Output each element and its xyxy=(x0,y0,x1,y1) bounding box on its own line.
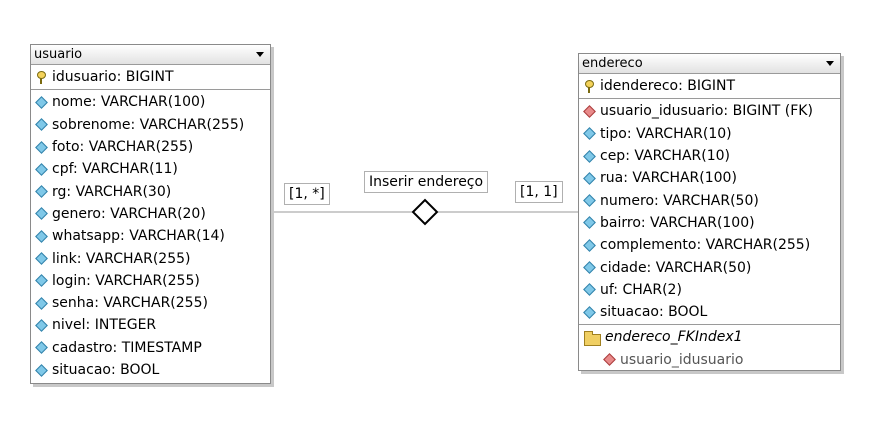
diamond-icon xyxy=(35,185,48,198)
column-label: rg: VARCHAR(30) xyxy=(52,183,172,200)
column-label: genero: VARCHAR(20) xyxy=(52,205,206,222)
foreign-key-row[interactable]: usuario_idusuario: BIGINT (FK) xyxy=(579,100,840,122)
column-row[interactable]: rua: VARCHAR(100) xyxy=(579,167,840,189)
column-label: nivel: INTEGER xyxy=(52,317,157,334)
diamond-icon xyxy=(583,261,596,274)
diamond-icon xyxy=(583,283,596,296)
column-label: idusuario: BIGINT xyxy=(52,69,174,86)
relationship-name-label: Inserir endereço xyxy=(364,171,489,193)
diamond-icon xyxy=(35,341,48,354)
table-header[interactable]: usuario xyxy=(31,45,270,65)
column-row[interactable]: nivel: INTEGER xyxy=(31,314,270,336)
table-title: endereco xyxy=(582,56,643,71)
columns-section: usuario_idusuario: BIGINT (FK) tipo: VAR… xyxy=(579,99,840,324)
column-label: senha: VARCHAR(255) xyxy=(52,295,208,312)
column-row[interactable]: sobrenome: VARCHAR(255) xyxy=(31,114,270,136)
diamond-icon xyxy=(35,364,48,377)
column-row[interactable]: login: VARCHAR(255) xyxy=(31,270,270,292)
dropdown-arrow-icon[interactable] xyxy=(826,61,834,66)
column-row[interactable]: situacao: BOOL xyxy=(31,359,270,381)
diamond-icon xyxy=(583,194,596,207)
column-row[interactable]: tipo: VARCHAR(10) xyxy=(579,123,840,145)
index-column-row[interactable]: usuario_idusuario xyxy=(579,349,840,371)
index-section: endereco_FKIndex1 usuario_idusuario xyxy=(579,324,840,372)
primary-key-section: idendereco: BIGINT xyxy=(579,74,840,100)
column-label: usuario_idusuario: BIGINT (FK) xyxy=(600,103,813,120)
column-row[interactable]: complemento: VARCHAR(255) xyxy=(579,234,840,256)
column-row[interactable]: foto: VARCHAR(255) xyxy=(31,136,270,158)
diamond-icon xyxy=(35,230,48,243)
diamond-icon xyxy=(583,150,596,163)
left-cardinality-label: [1, *] xyxy=(284,183,330,205)
column-label: cadastro: TIMESTAMP xyxy=(52,339,202,356)
index-label: endereco_FKIndex1 xyxy=(605,329,743,346)
column-label: numero: VARCHAR(50) xyxy=(600,192,759,209)
diamond-icon xyxy=(583,306,596,319)
column-label: tipo: VARCHAR(10) xyxy=(600,125,732,142)
column-row[interactable]: cpf: VARCHAR(11) xyxy=(31,158,270,180)
column-label: link: VARCHAR(255) xyxy=(52,250,191,267)
diamond-icon xyxy=(583,127,596,140)
table-title: usuario xyxy=(34,47,83,62)
primary-key-row[interactable]: idendereco: BIGINT xyxy=(579,75,840,97)
diamond-icon xyxy=(35,252,48,265)
column-row[interactable]: senha: VARCHAR(255) xyxy=(31,292,270,314)
right-cardinality-label: [1, 1] xyxy=(515,181,563,203)
table-endereco[interactable]: endereco idendereco: BIGINT usuario_idus… xyxy=(578,53,841,371)
column-label: whatsapp: VARCHAR(14) xyxy=(52,228,225,245)
diamond-icon xyxy=(35,319,48,332)
column-row[interactable]: uf: CHAR(2) xyxy=(579,279,840,301)
fk-diamond-icon xyxy=(583,105,596,118)
diamond-icon xyxy=(35,297,48,310)
primary-key-row[interactable]: idusuario: BIGINT xyxy=(31,66,270,88)
table-usuario[interactable]: usuario idusuario: BIGINT nome: VARCHAR(… xyxy=(30,44,271,384)
dropdown-arrow-icon[interactable] xyxy=(256,52,264,57)
column-label: complemento: VARCHAR(255) xyxy=(600,237,811,254)
column-label: cidade: VARCHAR(50) xyxy=(600,259,752,276)
column-label: bairro: VARCHAR(100) xyxy=(600,214,755,231)
column-row[interactable]: situacao: BOOL xyxy=(579,301,840,323)
diamond-icon xyxy=(35,118,48,131)
column-label: foto: VARCHAR(255) xyxy=(52,139,194,156)
fk-diamond-icon xyxy=(603,353,616,366)
columns-section: nome: VARCHAR(100) sobrenome: VARCHAR(255… xyxy=(31,90,270,382)
column-label: login: VARCHAR(255) xyxy=(52,272,200,289)
diamond-icon xyxy=(35,141,48,154)
diamond-icon xyxy=(583,239,596,252)
column-label: sobrenome: VARCHAR(255) xyxy=(52,116,245,133)
column-row[interactable]: bairro: VARCHAR(100) xyxy=(579,212,840,234)
diamond-icon xyxy=(35,274,48,287)
column-label: nome: VARCHAR(100) xyxy=(52,94,206,111)
folder-icon xyxy=(583,330,601,346)
diamond-icon xyxy=(583,216,596,229)
index-column-label: usuario_idusuario xyxy=(620,351,744,368)
column-row[interactable]: numero: VARCHAR(50) xyxy=(579,189,840,211)
column-row[interactable]: genero: VARCHAR(20) xyxy=(31,203,270,225)
key-icon xyxy=(583,79,596,93)
diamond-icon xyxy=(35,207,48,220)
column-label: uf: CHAR(2) xyxy=(600,281,682,298)
key-icon xyxy=(35,70,48,84)
column-label: rua: VARCHAR(100) xyxy=(600,170,737,187)
table-header[interactable]: endereco xyxy=(579,54,840,74)
column-row[interactable]: cidade: VARCHAR(50) xyxy=(579,256,840,278)
column-label: cep: VARCHAR(10) xyxy=(600,148,730,165)
diamond-icon xyxy=(35,163,48,176)
column-row[interactable]: whatsapp: VARCHAR(14) xyxy=(31,225,270,247)
diamond-icon xyxy=(583,172,596,185)
column-row[interactable]: nome: VARCHAR(100) xyxy=(31,91,270,113)
column-label: situacao: BOOL xyxy=(600,304,708,321)
diamond-icon xyxy=(35,96,48,109)
column-row[interactable]: rg: VARCHAR(30) xyxy=(31,180,270,202)
primary-key-section: idusuario: BIGINT xyxy=(31,65,270,91)
column-label: situacao: BOOL xyxy=(52,362,160,378)
column-row[interactable]: cep: VARCHAR(10) xyxy=(579,145,840,167)
index-row[interactable]: endereco_FKIndex1 xyxy=(579,326,840,348)
column-label: idendereco: BIGINT xyxy=(600,78,735,95)
column-row[interactable]: cadastro: TIMESTAMP xyxy=(31,337,270,359)
column-row[interactable]: link: VARCHAR(255) xyxy=(31,247,270,269)
column-label: cpf: VARCHAR(11) xyxy=(52,161,178,178)
relationship-diamond-icon xyxy=(411,198,439,226)
